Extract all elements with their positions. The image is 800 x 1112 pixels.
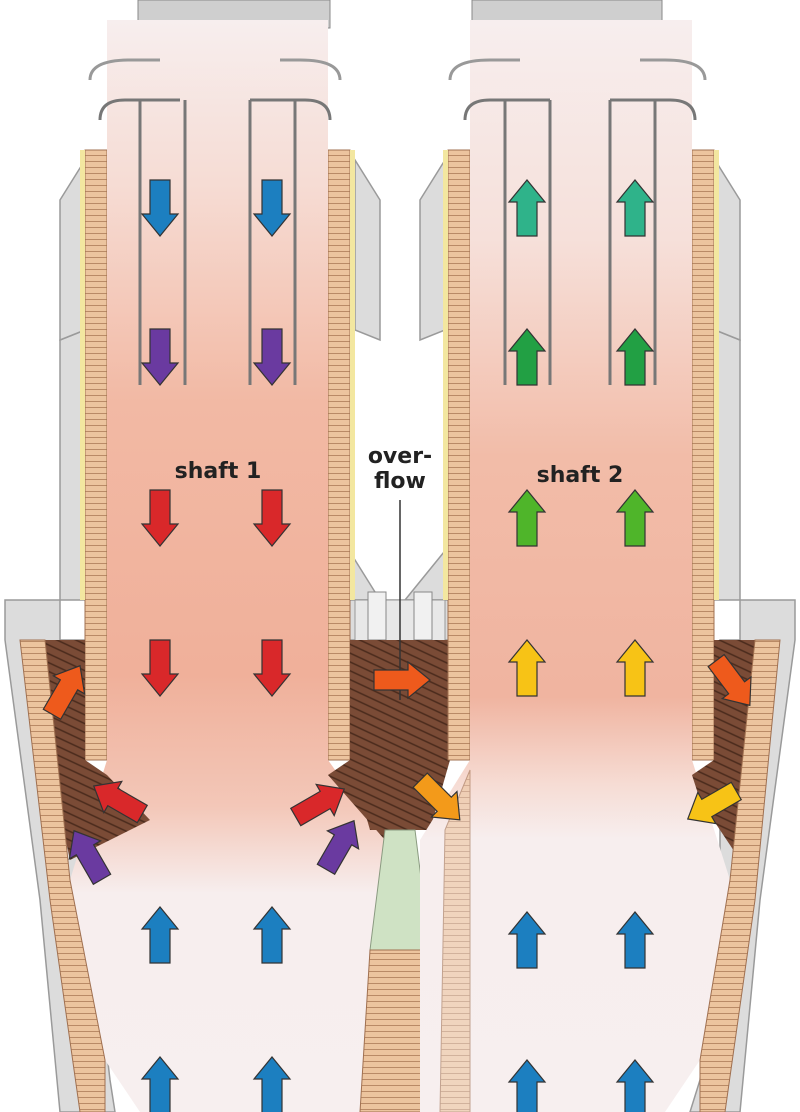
arrow-red-up-right-icon <box>289 783 346 827</box>
arrow-blue-up-icon <box>507 1059 547 1112</box>
arrow-blue-down-icon <box>140 179 180 237</box>
arrow-orange-down-right-icon <box>707 653 752 707</box>
arrow-blue-up-icon <box>507 911 547 969</box>
arrow-red-down-icon <box>252 639 292 697</box>
shaft-2-chamber <box>420 20 730 1112</box>
arrow-yellow-down-left-icon <box>686 781 743 825</box>
arrow-blue-up-icon <box>140 906 180 964</box>
arrow-orange_yellow-down-right-icon <box>412 772 461 821</box>
arrow-purple-down-icon <box>252 328 292 386</box>
arrow-blue-up-icon <box>615 911 655 969</box>
arrow-orange-right-icon <box>373 660 431 700</box>
arrow-red-up-left-icon <box>92 780 149 824</box>
arrow-blue-up-icon <box>252 1056 292 1112</box>
arrow-lime-up-icon <box>507 489 547 547</box>
arrow-teal-up-icon <box>615 179 655 237</box>
shaft-1-label: shaft 1 <box>175 459 262 484</box>
shaft-1-lower-wall <box>19 639 106 1112</box>
arrow-purple-up-right-icon <box>316 819 360 876</box>
overflow-label-line-1: over- <box>368 444 432 469</box>
shaft-2-label: shaft 2 <box>537 463 624 488</box>
arrow-blue-down-icon <box>252 179 292 237</box>
arrow-blue-up-icon <box>615 1059 655 1112</box>
shaft-2 <box>420 20 781 1112</box>
arrow-green-up-icon <box>615 328 655 386</box>
arrow-orange-up-right-icon <box>42 664 86 721</box>
overflow-label-line-2: flow <box>374 469 426 494</box>
arrow-yellow-up-icon <box>615 639 655 697</box>
arrow-purple-down-icon <box>140 328 180 386</box>
shaft-1-lining-left <box>84 149 108 761</box>
arrow-green-up-icon <box>507 328 547 386</box>
arrow-purple-up-left-icon <box>68 829 112 886</box>
arrow-yellow-up-icon <box>507 639 547 697</box>
shaft-2-lining-left <box>447 149 471 761</box>
arrow-teal-up-icon <box>507 179 547 237</box>
flow-arrows <box>42 179 752 1112</box>
arrow-red-down-icon <box>140 639 180 697</box>
shaft-1-lining-right <box>327 149 351 761</box>
arrow-blue-up-icon <box>252 906 292 964</box>
arrow-blue-up-icon <box>140 1056 180 1112</box>
arrow-lime-up-icon <box>615 489 655 547</box>
shaft-1-chamber <box>70 20 385 1112</box>
shaft-2-fuel-lances <box>448 58 707 385</box>
arrow-red-down-icon <box>140 489 180 547</box>
arrow-red-down-icon <box>252 489 292 547</box>
shaft-1-fuel-lances <box>88 58 342 385</box>
